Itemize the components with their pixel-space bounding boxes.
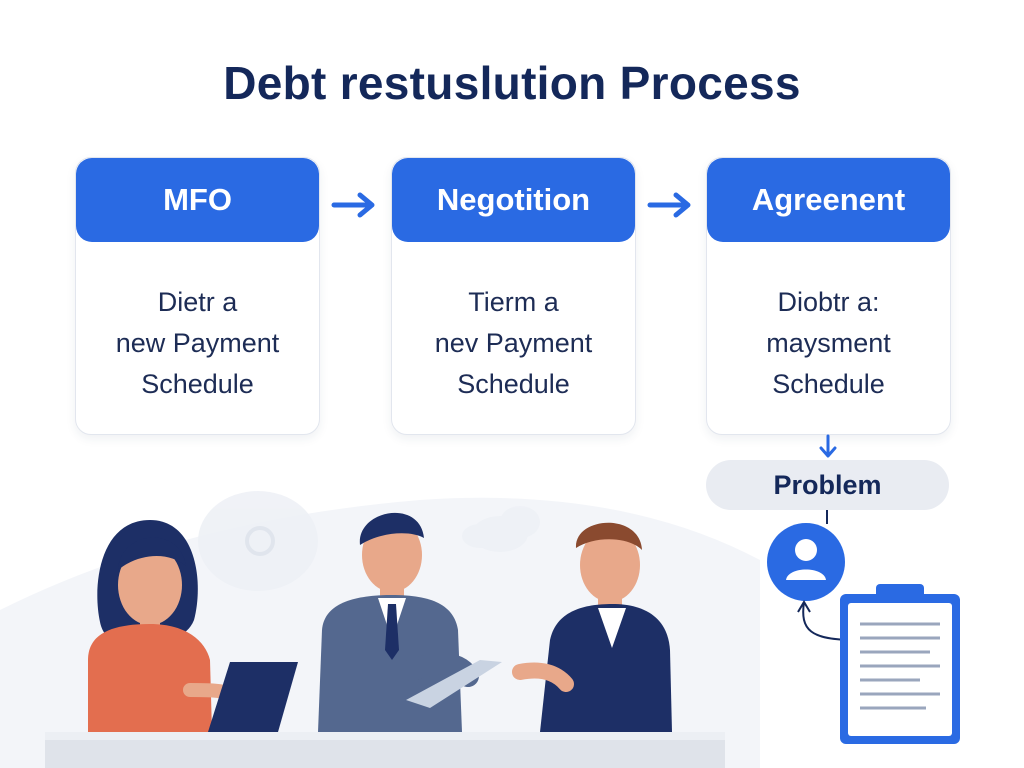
problem-label: Problem	[706, 460, 949, 510]
step-description: Dietr a new Payment Schedule	[76, 242, 319, 405]
man-figure-center	[318, 512, 502, 732]
man-figure-right	[512, 522, 672, 732]
step-card-mfo: MFO Dietr a new Payment Schedule	[75, 157, 320, 435]
thought-bubble	[198, 491, 318, 591]
step-description: Tierm a nev Payment Schedule	[392, 242, 635, 405]
step-line: Dietr a	[157, 287, 238, 317]
step-line: Schedule	[772, 369, 885, 399]
arrow-right-icon	[331, 192, 375, 218]
step-line: new Payment	[115, 328, 280, 358]
page-title: Debt restuslution Process	[223, 57, 801, 109]
step-line: maysment	[766, 328, 891, 358]
clipboard-icon	[840, 584, 960, 744]
step-card-agreement: Agreenent Diobtr a: maysment Schedule	[706, 157, 951, 435]
step-line: Schedule	[457, 369, 570, 399]
woman-figure	[88, 520, 298, 732]
arrow-down-icon	[819, 434, 837, 458]
step-header: Agreenent	[707, 158, 950, 242]
step-line: Schedule	[141, 369, 254, 399]
step-line: nev Payment	[434, 328, 593, 358]
cloud-shape	[462, 506, 540, 552]
arrow-right-icon	[647, 192, 691, 218]
step-line: Tierm a	[468, 287, 559, 317]
step-card-negotiation: Negotition Tierm a nev Payment Schedule	[391, 157, 636, 435]
step-line: Diobtr a:	[777, 287, 880, 317]
step-description: Diobtr a: maysment Schedule	[707, 242, 950, 405]
user-icon	[767, 523, 845, 601]
step-header: MFO	[76, 158, 319, 242]
step-header: Negotition	[392, 158, 635, 242]
